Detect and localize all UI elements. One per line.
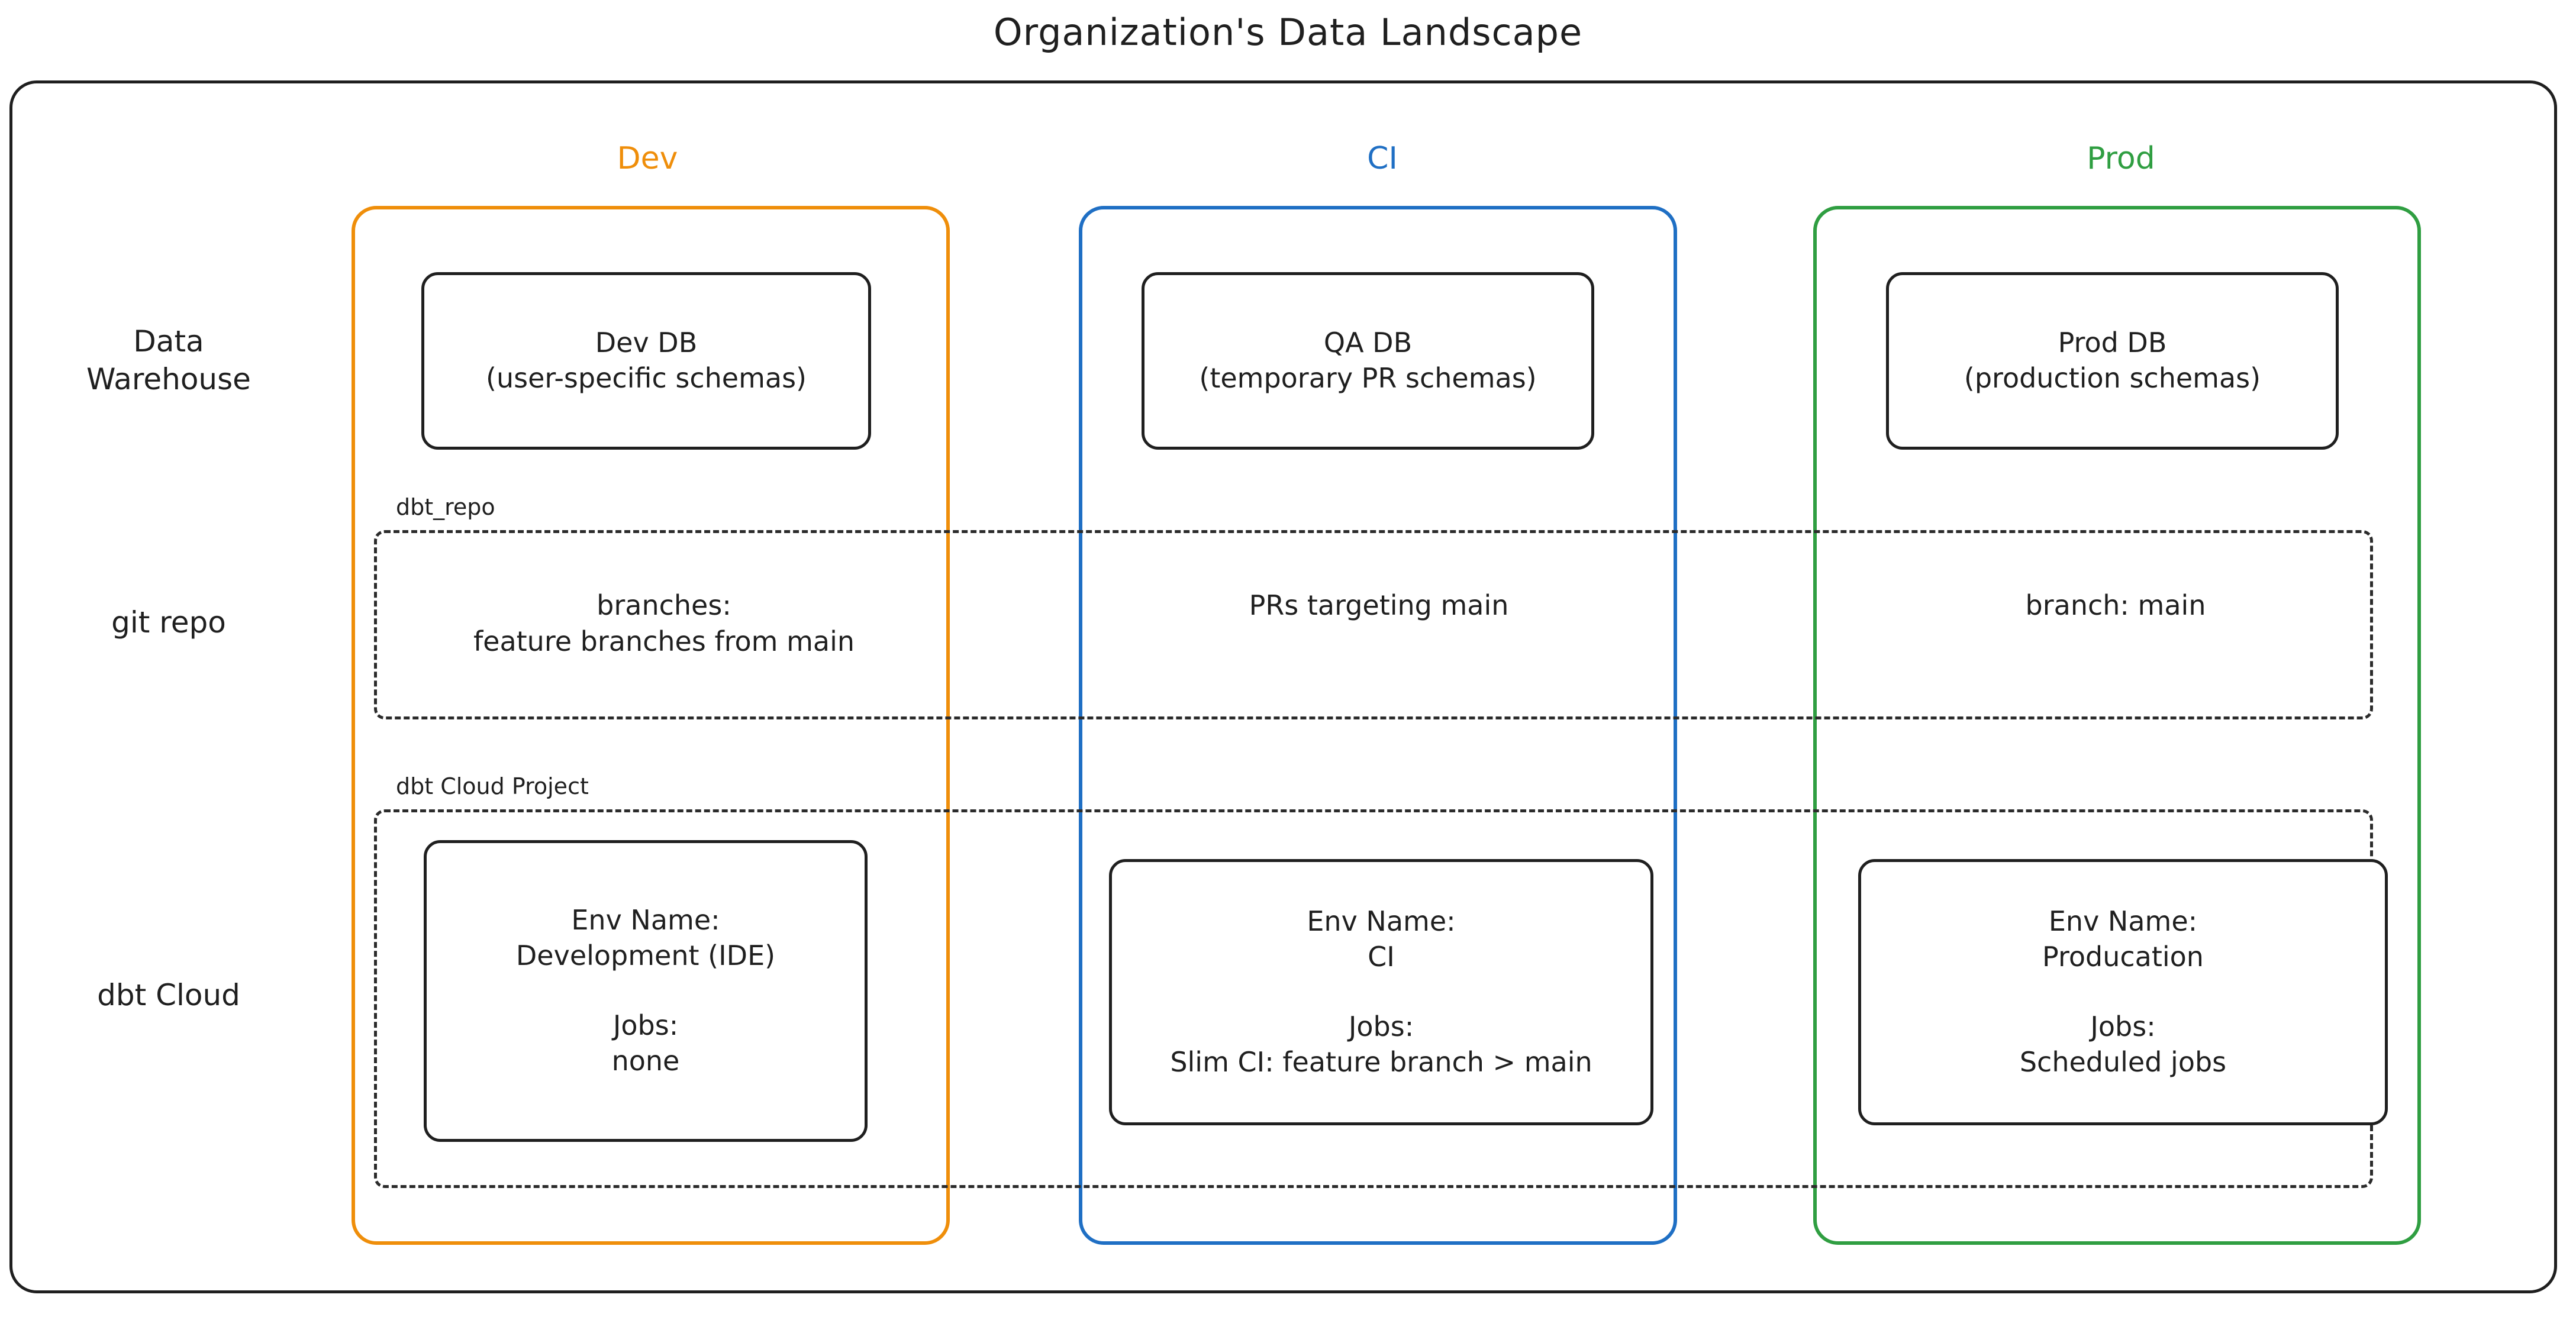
node-prod-db-title: Prod DB [2058, 327, 2167, 359]
node-qa-db-subtitle: (temporary PR schemas) [1199, 362, 1537, 394]
row-label-data-warehouse: Data Warehouse [86, 324, 251, 396]
node-dbt-cloud-ci-env-label: Env Name: [1307, 905, 1456, 938]
node-prod-db-subtitle: (production schemas) [1964, 362, 2261, 394]
env-column-dev [352, 206, 950, 1245]
env-column-prod [1813, 206, 2421, 1245]
node-dbt-cloud-prod[interactable]: Env Name: Producation Jobs: Scheduled jo… [1858, 859, 2388, 1125]
node-dbt-cloud-dev-env-value: Development (IDE) [515, 940, 776, 972]
node-dbt-cloud-ci-jobs-value: Slim CI: feature branch > main [1170, 1045, 1592, 1078]
node-dbt-cloud-prod-jobs-value: Scheduled jobs [2019, 1045, 2227, 1078]
env-header-prod: Prod [2087, 141, 2155, 176]
node-dev-db[interactable]: Dev DB (user-specific schemas) [421, 272, 871, 450]
env-column-ci [1079, 206, 1677, 1245]
node-dbt-cloud-prod-jobs-label: Jobs: [2090, 1011, 2156, 1042]
node-dbt-cloud-ci-env-value: CI [1368, 941, 1395, 973]
git-repo-text-prod: branch: main [2025, 589, 2206, 621]
node-dbt-cloud-dev-jobs-value: none [611, 1044, 680, 1077]
node-qa-db-title: QA DB [1323, 327, 1413, 359]
node-qa-db[interactable]: QA DB (temporary PR schemas) [1142, 272, 1594, 450]
node-dev-db-title: Dev DB [595, 327, 698, 359]
node-dbt-cloud-dev[interactable]: Env Name: Development (IDE) Jobs: none [424, 840, 868, 1142]
row-label-dbt-cloud: dbt Cloud [97, 978, 240, 1012]
group-dbt-repo-label: dbt_repo [390, 494, 501, 520]
git-repo-text-dev: branches: feature branches from main [473, 589, 855, 658]
group-dbt-cloud-project-label: dbt Cloud Project [390, 773, 595, 799]
row-label-git-repo: git repo [111, 605, 226, 640]
node-dbt-cloud-ci-jobs-label: Jobs: [1348, 1011, 1414, 1042]
node-prod-db[interactable]: Prod DB (production schemas) [1886, 272, 2339, 450]
page-title: Organization's Data Landscape [993, 11, 1583, 54]
node-dev-db-subtitle: (user-specific schemas) [486, 362, 807, 394]
node-dbt-cloud-dev-jobs-label: Jobs: [612, 1009, 679, 1041]
env-header-dev: Dev [617, 141, 678, 176]
node-dbt-cloud-dev-env-label: Env Name: [571, 904, 720, 937]
node-dbt-cloud-prod-env-value: Producation [2042, 941, 2204, 973]
node-dbt-cloud-prod-env-label: Env Name: [2048, 905, 2198, 938]
node-dbt-cloud-ci[interactable]: Env Name: CI Jobs: Slim CI: feature bran… [1109, 859, 1653, 1125]
env-header-ci: CI [1367, 141, 1398, 176]
git-repo-text-ci: PRs targeting main [1249, 589, 1509, 621]
group-dbt-repo: dbt_repo [374, 494, 2373, 719]
